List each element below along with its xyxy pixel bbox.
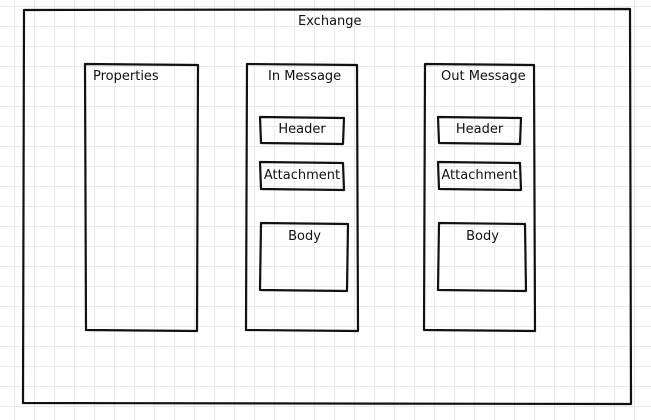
in-body-label: Body [288,229,321,244]
out-message-title: Out Message [441,69,526,84]
in-attachment-label: Attachment [263,168,341,183]
out-attachment-box [436,160,523,192]
properties-box [83,62,200,333]
out-message-box [422,62,537,333]
in-attachment-box [258,160,346,192]
in-message-title: In Message [268,69,342,84]
out-attachment-label: Attachment [441,168,518,183]
in-message-box [244,62,360,333]
out-body-label: Body [466,229,499,244]
properties-title: Properties [93,69,159,84]
out-header-box [436,115,523,146]
out-body-box [436,221,528,293]
exchange-box [21,7,633,406]
out-header-label: Header [455,122,504,137]
in-body-box [258,221,350,293]
exchange-title: Exchange [298,14,362,29]
in-header-box [258,115,346,146]
in-header-label: Header [278,122,326,137]
